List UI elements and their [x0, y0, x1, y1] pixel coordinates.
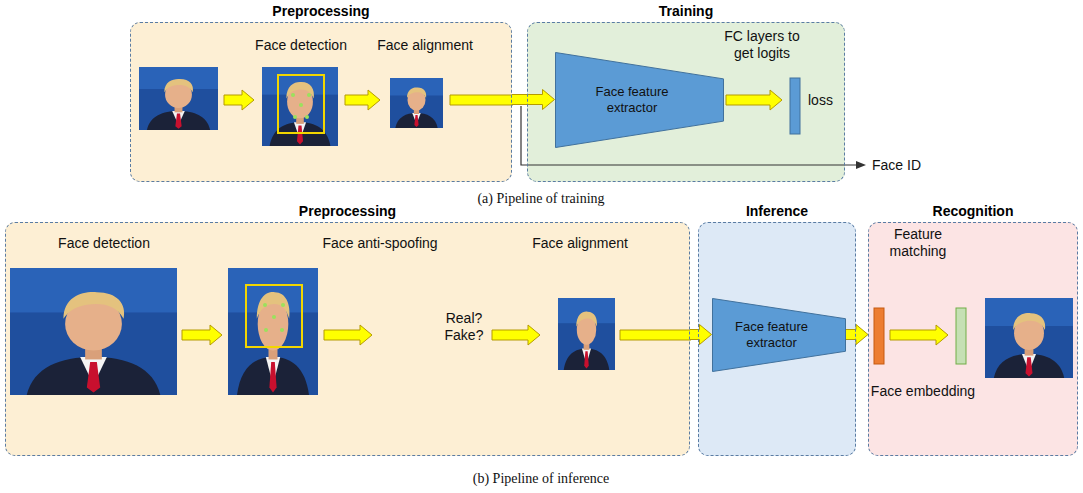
- landmarks: [263, 303, 285, 332]
- embedding-bar: [874, 308, 884, 364]
- arrow-shaft: [450, 95, 513, 105]
- arrow-shaft: [450, 95, 513, 105]
- photo: [558, 298, 615, 370]
- stage-title: Preprocessing: [131, 3, 511, 20]
- arrow-shaft: [620, 330, 691, 340]
- detection-box: [278, 75, 324, 133]
- stage-title: Inference: [699, 203, 855, 220]
- logits-bar: [790, 78, 800, 134]
- detection-box: [246, 285, 302, 347]
- stage-panel: InferenceFace feature extractor: [698, 222, 856, 456]
- photo: [390, 78, 443, 128]
- photo: [985, 298, 1073, 378]
- feature-extractor: Face feature extractor: [712, 298, 846, 372]
- arrow-shaft: [620, 330, 691, 340]
- stage-title: Recognition: [869, 203, 1077, 220]
- panel-fill: [868, 222, 1078, 456]
- feature-extractor: Face feature extractor: [555, 52, 724, 148]
- figure-caption: (b) Pipeline of inference: [473, 470, 609, 487]
- step-label: Face embedding: [871, 383, 975, 400]
- photo: [139, 67, 218, 130]
- photo: [10, 268, 177, 395]
- arrow-head: [856, 161, 866, 169]
- panel-fill: [5, 222, 690, 456]
- panel-fill: [527, 22, 845, 182]
- step-label: Real? Fake?: [441, 310, 487, 344]
- step-label: Face detection: [255, 37, 347, 54]
- stage-panel: TrainingFace feature extractor: [527, 22, 845, 182]
- photo: [262, 67, 338, 146]
- step-label: Face alignment: [377, 37, 473, 54]
- step-label: FC layers to get logits: [716, 28, 808, 62]
- step-label: loss: [808, 92, 833, 109]
- stage-title: Training: [528, 3, 844, 20]
- stage-panel: Preprocessing: [5, 222, 690, 456]
- extractor-label: Face feature extractor: [570, 84, 695, 116]
- panel-fill: [130, 22, 512, 182]
- step-label: Face ID: [872, 157, 921, 174]
- step-label: Feature matching: [880, 226, 956, 260]
- landmarks: [291, 93, 311, 119]
- extractor-label: Face feature extractor: [727, 319, 817, 351]
- step-label: Face alignment: [532, 235, 628, 252]
- step-label: Face anti-spoofing: [322, 235, 437, 252]
- flow-arrow: [690, 325, 712, 345]
- figure-caption: (a) Pipeline of training: [477, 190, 604, 207]
- panel-fill: [698, 222, 856, 456]
- flow-arrow: [512, 90, 555, 110]
- photo: [228, 268, 318, 395]
- gallery-bar: [956, 308, 966, 364]
- step-label: Face detection: [58, 235, 150, 252]
- flow-arrow: [846, 325, 869, 345]
